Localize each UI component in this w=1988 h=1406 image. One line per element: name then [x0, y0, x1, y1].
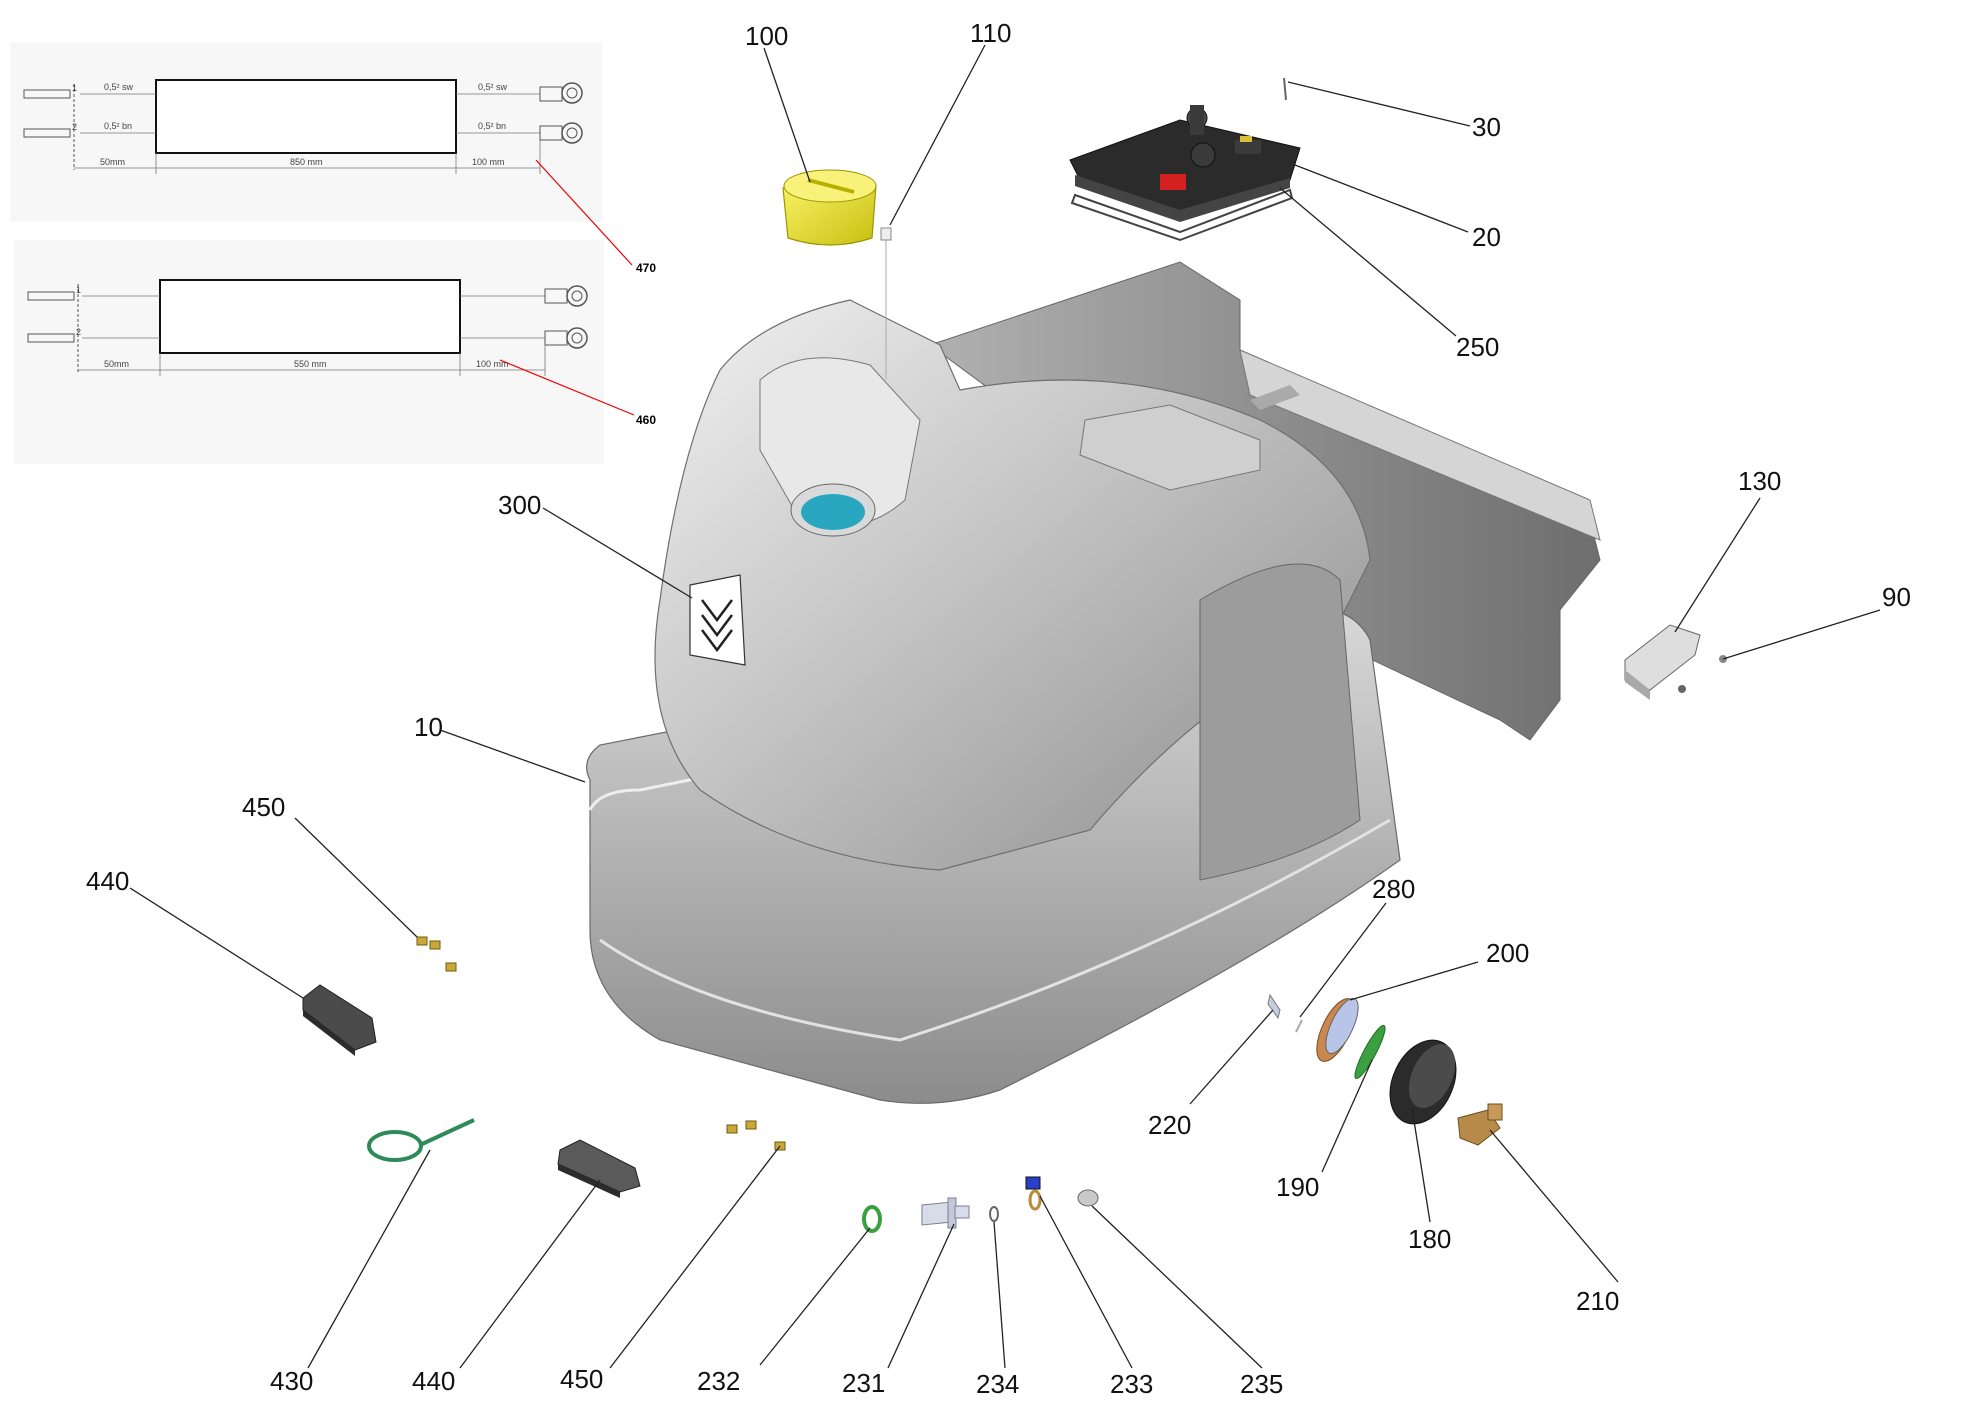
dimension-label: 50mm [104, 359, 129, 369]
callout-440: 440 [86, 866, 129, 896]
wiring-inset-470: 1 2 0,5² sw 0,5² bn 0,5² sw 0,5² bn 50mm… [10, 42, 656, 275]
clip-part-450 [416, 936, 457, 972]
callout-430: 430 [270, 1366, 313, 1396]
filler-cap-part-100 [782, 169, 877, 246]
control-panel-part-20 [1069, 105, 1301, 222]
callout-450: 450 [242, 792, 285, 822]
power-switch-icon [1160, 174, 1186, 190]
callout-220: 220 [1148, 1110, 1191, 1140]
water-inlet-icon [801, 494, 865, 530]
pin-2-label: 2 [72, 122, 77, 132]
callout-110: 110 [970, 18, 1011, 48]
pin-part-220 [1267, 993, 1281, 1020]
wire-label: 0,5² bn [104, 121, 132, 131]
spring-part-280 [1295, 1019, 1303, 1033]
filter-part-200 [1316, 997, 1359, 1062]
dimension-label: 850 mm [290, 157, 323, 167]
pin-1-label: 1 [76, 285, 81, 295]
callout-20: 20 [1472, 222, 1501, 252]
foot-pad-part-440 [557, 1139, 641, 1198]
cable-tie-part-430 [367, 1118, 475, 1162]
cover-part-130 [1624, 624, 1701, 700]
clip-part-450 [726, 1120, 786, 1151]
plug-part-235 [1077, 1189, 1099, 1207]
ring-terminal-icon [539, 82, 583, 144]
screw-part-30 [1283, 77, 1287, 101]
foot-pad-part-440 [302, 984, 377, 1056]
callout-234: 234 [976, 1369, 1019, 1399]
callout-440: 440 [412, 1366, 455, 1396]
callout-233: 233 [1110, 1369, 1153, 1399]
connector-left-icon [23, 84, 75, 170]
callout-232: 232 [697, 1366, 740, 1396]
pin-part-110 [880, 227, 892, 380]
pin-1-label: 1 [72, 83, 77, 93]
callout-450: 450 [560, 1364, 603, 1394]
callout-210: 210 [1576, 1286, 1619, 1316]
callout-231: 231 [842, 1368, 885, 1398]
wire-label: 0,5² sw [104, 82, 134, 92]
leader-lines [129, 44, 1881, 1369]
callout-numbers: 100 110 30 20 250 130 90 300 10 450 440 … [86, 18, 1911, 1399]
dimension-label: 50mm [100, 157, 125, 167]
callout-10: 10 [414, 712, 443, 742]
connector-left-icon [27, 284, 79, 372]
callout-460: 460 [636, 413, 656, 427]
ring-terminal-icon [544, 285, 588, 349]
warning-label-part-300 [689, 574, 746, 666]
dimension-label: 550 mm [294, 359, 327, 369]
callout-180: 180 [1408, 1224, 1451, 1254]
callout-470: 470 [636, 261, 656, 275]
ring-part-180 [1389, 1039, 1457, 1125]
callout-30: 30 [1472, 112, 1501, 142]
wiring-inset-460: 1 2 50mm 550 mm 100 mm 460 [14, 240, 656, 464]
callout-200: 200 [1486, 938, 1529, 968]
callout-300: 300 [498, 490, 541, 520]
screen-part-190 [1354, 1024, 1386, 1080]
callout-235: 235 [1240, 1369, 1283, 1399]
fitting-part-210 [1457, 1103, 1503, 1146]
callout-250: 250 [1456, 332, 1499, 362]
callout-130: 130 [1738, 466, 1781, 496]
dimension-label: 100 mm [472, 157, 505, 167]
clip-part-233 [1025, 1176, 1042, 1211]
callout-100: 100 [745, 21, 788, 51]
callout-190: 190 [1276, 1172, 1319, 1202]
pin-2-label: 2 [76, 327, 81, 337]
washer-part-234 [989, 1206, 999, 1222]
callout-90: 90 [1882, 582, 1911, 612]
wire-label: 0,5² sw [478, 82, 508, 92]
dimension-label: 100 mm [476, 359, 509, 369]
wire-label: 0,5² bn [478, 121, 506, 131]
o-ring-part-232 [862, 1205, 882, 1233]
callout-280: 280 [1372, 874, 1415, 904]
nozzle-part-231 [921, 1197, 970, 1229]
main-housing-part-10 [586, 261, 1601, 1104]
